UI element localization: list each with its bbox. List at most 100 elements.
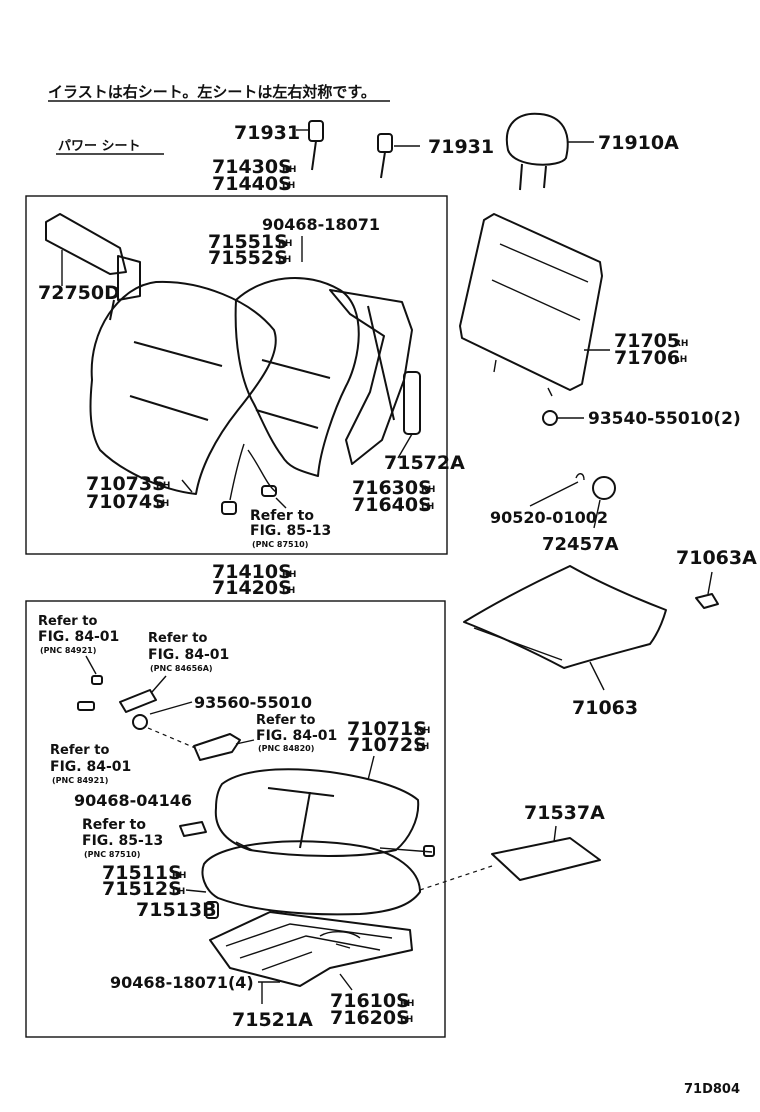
harness-87510-icon <box>179 821 207 837</box>
part-71074S: 71074S <box>86 491 166 513</box>
part-71640S: 71640S <box>352 494 432 516</box>
clip-93560-icon <box>132 714 148 730</box>
part-90468-18071-a: 90468-18071 <box>262 215 380 234</box>
part-71063A: 71063A <box>676 547 757 569</box>
tag-rh-71610S: RH <box>400 999 414 1009</box>
seat-cushion-pad-drawing <box>201 840 435 916</box>
part-71552S: 71552S <box>208 247 288 269</box>
tag-lh-71552S: LH <box>278 255 291 265</box>
refer-84-01-a-line1: Refer to <box>38 614 97 629</box>
tag-rh-71551S: RH <box>278 239 292 249</box>
refer-84-01-a-line2: FIG. 84-01 <box>38 629 119 645</box>
seatback-assembly-box <box>25 195 448 555</box>
recliner-cover-drawing <box>45 213 141 321</box>
leader-refer-84-01-a <box>85 655 97 675</box>
part-71420S: 71420S <box>212 577 292 599</box>
figure-code: 71D804 <box>684 1082 740 1097</box>
refer-85-13-b-line2: FIG. 85-13 <box>82 833 163 849</box>
switch-84656A-icon <box>119 689 157 713</box>
part-71931-b: 71931 <box>428 136 494 158</box>
part-71440S: 71440S <box>212 173 292 195</box>
part-71072S: 71072S <box>347 734 427 756</box>
part-71706: 71706 <box>614 347 680 369</box>
tag-lh-71420S: LH <box>282 586 295 596</box>
part-93560-55010: 93560-55010 <box>194 693 312 712</box>
part-71410S: 71410S <box>212 561 292 583</box>
illustration-note: イラストは右シート。左シートは左右対称です。 <box>48 83 376 101</box>
leader-refer-84-01-c <box>235 739 255 745</box>
tag-lh-71512S: LH <box>172 887 185 897</box>
part-84921-b-icon <box>77 701 95 711</box>
tag-lh-71072S: LH <box>416 742 429 752</box>
tag-rh-71705: RH <box>674 339 688 349</box>
part-90468-18071-b: 90468-18071(4) <box>110 973 254 992</box>
part-71513B: 71513B <box>136 899 217 921</box>
refer-85-13-b-line3: (PNC 87510) <box>84 850 140 859</box>
part-72750D: 72750D <box>38 282 120 304</box>
headrest-support-part-a <box>296 120 324 171</box>
part-71572A: 71572A <box>384 452 465 474</box>
part-84921-a-icon <box>91 675 103 685</box>
tag-rh-71073S: RH <box>156 481 170 491</box>
refer-85-13-a-line1: Refer to <box>250 508 314 524</box>
seatback-frame-drawing <box>329 289 413 465</box>
leader-71610S <box>339 973 353 991</box>
refer-84-01-d-line3: (PNC 84921) <box>52 776 108 785</box>
part-71551S: 71551S <box>208 231 288 253</box>
board-71537A-drawing <box>491 837 601 881</box>
dashed-71537A <box>419 865 493 891</box>
part-90520-01002: 90520-01002 <box>490 508 608 527</box>
clip-93540-icon <box>542 410 558 426</box>
refer-84-01-c-line2: FIG. 84-01 <box>256 728 337 744</box>
refer-84-01-a-line3: (PNC 84921) <box>40 646 96 655</box>
part-71073S: 71073S <box>86 473 166 495</box>
leader-93560 <box>149 701 193 715</box>
headrest-drawing <box>505 112 594 191</box>
part-72457A: 72457A <box>542 534 619 555</box>
part-71705: 71705 <box>614 330 680 352</box>
part-71071S: 71071S <box>347 718 427 740</box>
part-71511S: 71511S <box>102 862 182 884</box>
tag-rh-71630S: RH <box>421 485 435 495</box>
leader-71073S <box>181 479 193 493</box>
refer-84-01-d-line2: FIG. 84-01 <box>50 759 131 775</box>
refer-84-01-b-line3: (PNC 84656A) <box>150 664 213 673</box>
leader-71071S <box>367 755 375 781</box>
part-71063: 71063 <box>572 697 638 719</box>
knob-72457A-drawing <box>529 473 616 529</box>
seat-panel-71063-drawing <box>463 565 667 691</box>
part-71630S: 71630S <box>352 477 432 499</box>
part-71620S: 71620S <box>330 1007 410 1029</box>
tag-lh-71074S: LH <box>156 499 169 509</box>
part-71521A: 71521A <box>232 1009 313 1031</box>
refer-85-13-a-line2: FIG. 85-13 <box>250 523 331 539</box>
tag-lh-71706: LH <box>674 355 687 365</box>
tag-rh-71511S: RH <box>172 871 186 881</box>
tag-lh-71620S: LH <box>400 1015 413 1025</box>
heater-84820-icon <box>193 733 241 761</box>
part-71610S: 71610S <box>330 990 410 1012</box>
tag-lh-71440S: LH <box>282 181 295 191</box>
part-71910A: 71910A <box>598 132 679 154</box>
leader-71537A <box>553 825 557 843</box>
refer-84-01-d-line1: Refer to <box>50 743 109 758</box>
tag-lh-71640S: LH <box>421 502 434 512</box>
leader-refer-84-01-b <box>151 675 167 693</box>
tag-rh-71430S: RH <box>282 165 296 175</box>
clip-71063A-drawing <box>695 571 719 609</box>
refer-84-01-b-line2: FIG. 84-01 <box>148 647 229 663</box>
leader-refer-85-13-a <box>275 497 287 509</box>
pad-71513B-icon <box>205 901 219 919</box>
refer-85-13-a-line3: (PNC 87510) <box>252 540 308 549</box>
refer-84-01-b-line1: Refer to <box>148 631 207 646</box>
part-71537A: 71537A <box>524 802 605 824</box>
seat-cushion-cover-drawing <box>214 768 420 857</box>
part-90468-04146: 90468-04146 <box>74 791 192 810</box>
part-71430S: 71430S <box>212 156 292 178</box>
seat-cushion-assembly-box <box>25 600 446 1038</box>
part-71931-a: 71931 <box>234 122 300 144</box>
refer-85-13-b-line1: Refer to <box>82 817 146 833</box>
leader-71511S <box>185 889 207 893</box>
seat-frame-drawing <box>209 911 413 987</box>
seatback-pad-drawing <box>234 277 360 477</box>
